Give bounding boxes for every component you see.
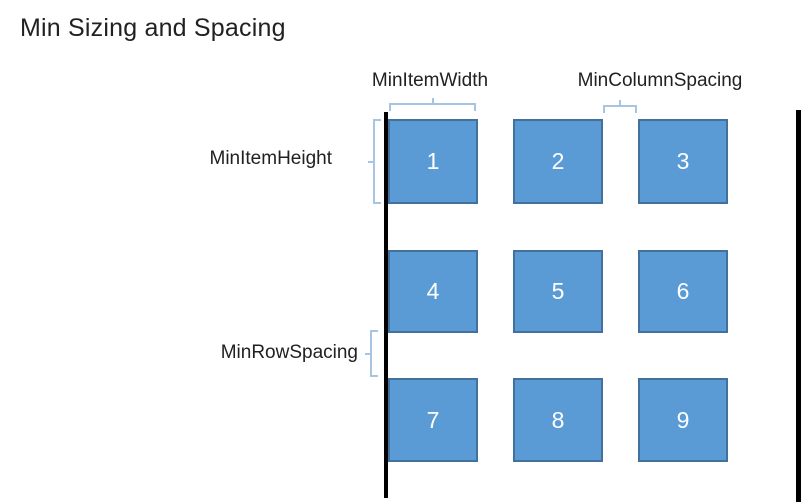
grid-item: 1 — [388, 119, 478, 204]
min-column-spacing-label: MinColumnSpacing — [577, 70, 743, 91]
min-item-width-brace-icon — [389, 103, 476, 111]
container-right-edge-line — [796, 110, 801, 502]
grid-item: 7 — [388, 378, 478, 462]
min-item-height-label: MinItemHeight — [209, 148, 333, 169]
min-item-height-brace-icon — [373, 119, 381, 204]
min-row-spacing-label: MinRowSpacing — [220, 342, 358, 363]
grid-item: 5 — [513, 250, 603, 333]
grid-item: 6 — [638, 250, 728, 333]
grid-item: 4 — [388, 250, 478, 333]
page-title: Min Sizing and Spacing — [20, 14, 286, 42]
min-row-spacing-brace-icon — [370, 330, 378, 377]
grid-item: 3 — [638, 119, 728, 204]
min-column-spacing-brace-icon — [603, 105, 637, 113]
grid-item: 9 — [638, 378, 728, 462]
grid-item: 2 — [513, 119, 603, 204]
min-item-width-label: MinItemWidth — [371, 70, 489, 91]
container-left-edge-line — [384, 112, 388, 498]
grid-item: 8 — [513, 378, 603, 462]
